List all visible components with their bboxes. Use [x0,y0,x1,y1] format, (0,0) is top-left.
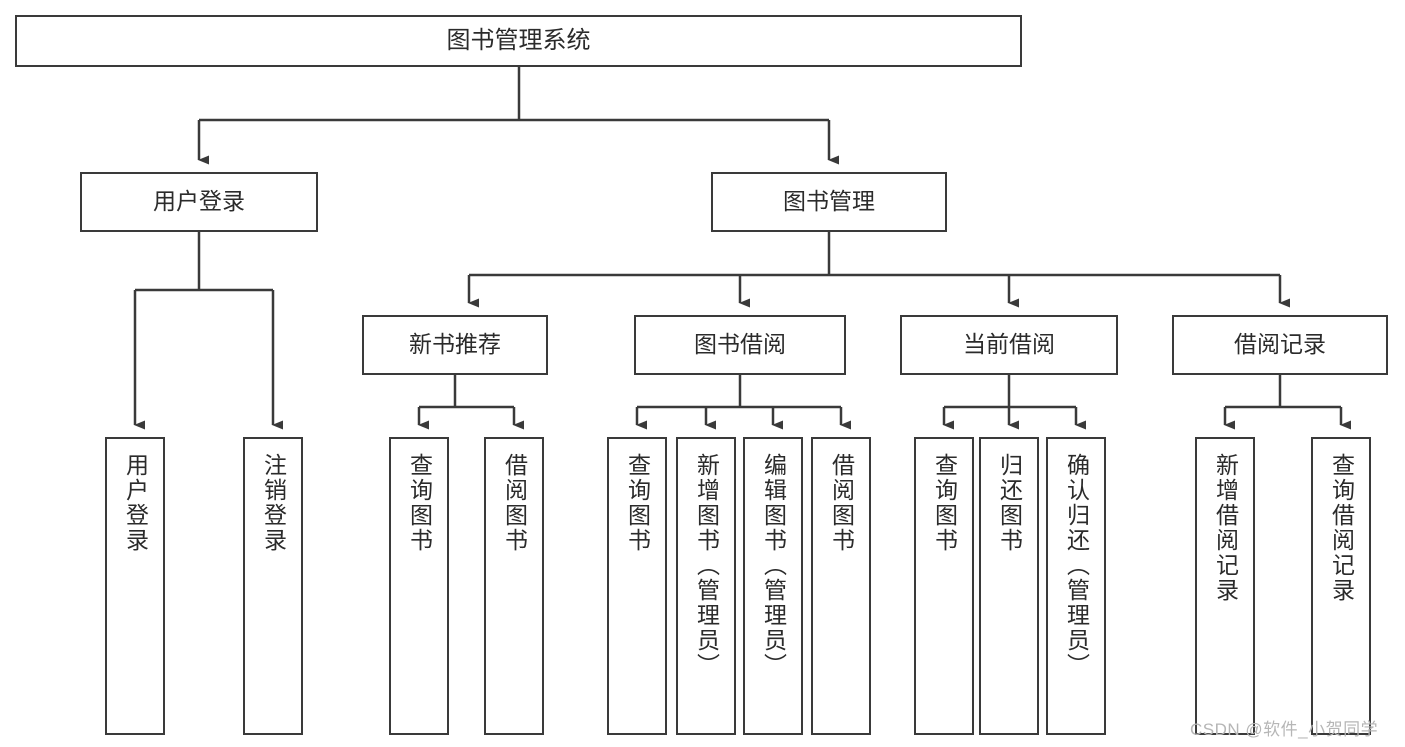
leaf-return-book[interactable]: 归还图书 [979,437,1039,735]
leaf-query-book-3-label: 查询图书 [931,453,958,553]
node-root-label: 图书管理系统 [446,26,591,54]
node-book-borrow-label: 图书借阅 [694,331,786,358]
node-user-login-label: 用户登录 [153,188,245,215]
leaf-query-book-1-label: 查询图书 [406,453,433,553]
leaf-query-book-2[interactable]: 查询图书 [607,437,667,735]
leaf-add-borrow-record[interactable]: 新增借阅记录 [1195,437,1255,735]
leaf-query-book-3[interactable]: 查询图书 [914,437,974,735]
node-book-management[interactable]: 图书管理 [711,172,947,232]
leaf-confirm-return-admin[interactable]: 确认归还（管理员） [1046,437,1106,735]
leaf-user-login[interactable]: 用户登录 [105,437,165,735]
node-current-borrow[interactable]: 当前借阅 [900,315,1118,375]
leaf-add-book-admin-label: 新增图书（管理员） [693,453,720,678]
leaf-query-book-1[interactable]: 查询图书 [389,437,449,735]
leaf-query-book-2-label: 查询图书 [624,453,651,553]
leaf-edit-book-admin[interactable]: 编辑图书（管理员） [743,437,803,735]
leaf-borrow-book-2-label: 借阅图书 [828,453,855,553]
leaf-logout-login-label: 注销登录 [260,453,287,553]
node-borrow-record-label: 借阅记录 [1234,331,1326,358]
leaf-logout-login[interactable]: 注销登录 [243,437,303,735]
leaf-return-book-label: 归还图书 [996,453,1023,553]
node-current-borrow-label: 当前借阅 [963,331,1055,358]
csdn-watermark: CSDN @软件_小贺同学 [1190,720,1379,739]
leaf-query-borrow-record-label: 查询借阅记录 [1328,453,1355,603]
leaf-add-book-admin[interactable]: 新增图书（管理员） [676,437,736,735]
leaf-add-borrow-record-label: 新增借阅记录 [1212,453,1239,603]
leaf-borrow-book-2[interactable]: 借阅图书 [811,437,871,735]
leaf-query-borrow-record[interactable]: 查询借阅记录 [1311,437,1371,735]
node-borrow-record[interactable]: 借阅记录 [1172,315,1388,375]
leaf-confirm-return-admin-label: 确认归还（管理员） [1063,453,1090,678]
node-book-management-label: 图书管理 [783,188,875,215]
node-new-book-recommend[interactable]: 新书推荐 [362,315,548,375]
node-user-login[interactable]: 用户登录 [80,172,318,232]
leaf-borrow-book-1-label: 借阅图书 [501,453,528,553]
node-book-borrow[interactable]: 图书借阅 [634,315,846,375]
leaf-edit-book-admin-label: 编辑图书（管理员） [760,453,787,678]
node-root[interactable]: 图书管理系统 [15,15,1022,67]
node-new-book-recommend-label: 新书推荐 [409,331,501,358]
leaf-user-login-label: 用户登录 [122,453,149,553]
leaf-borrow-book-1[interactable]: 借阅图书 [484,437,544,735]
